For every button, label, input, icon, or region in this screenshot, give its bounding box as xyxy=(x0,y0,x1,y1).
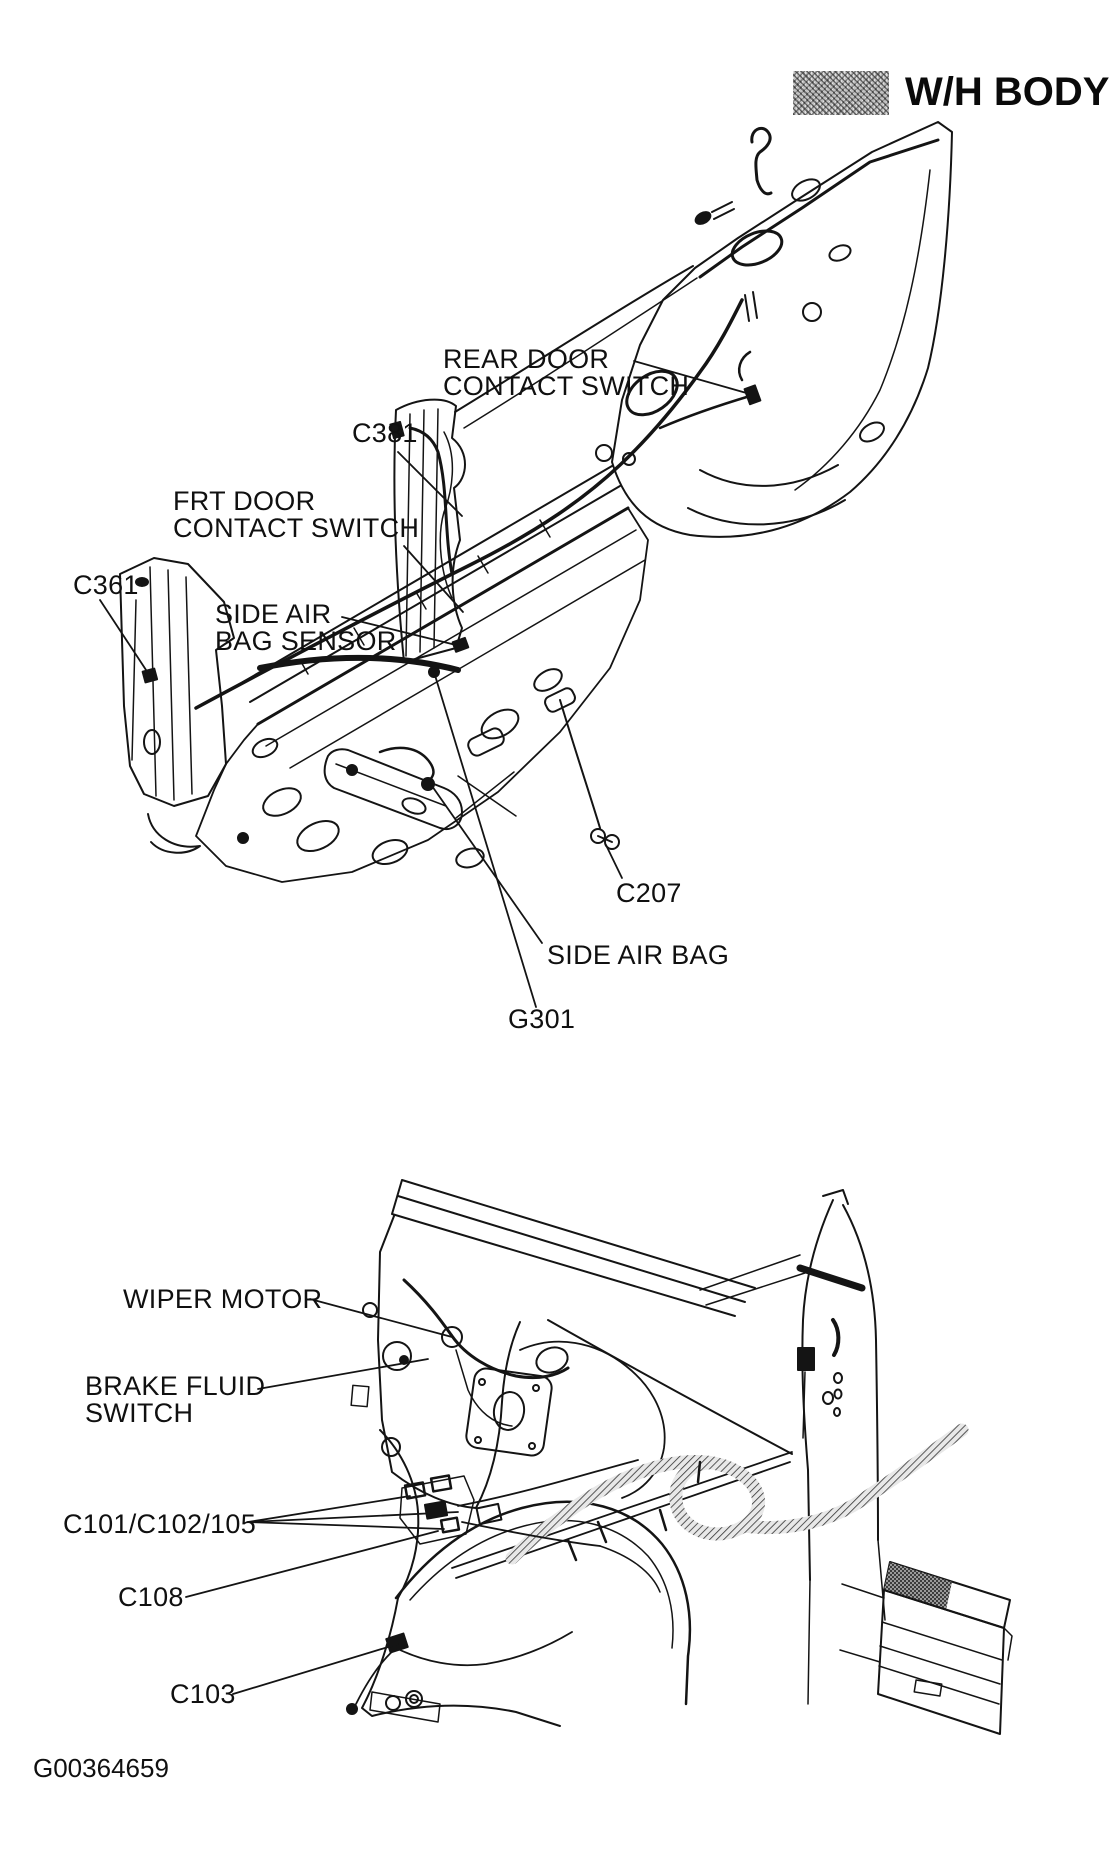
label-c101-c102-105: C101/C102/105 xyxy=(63,1509,257,1539)
label-brake-fluid-switch: BRAKE FLUID SWITCH xyxy=(85,1371,266,1428)
top-diagram-body-side xyxy=(119,121,953,883)
pillar-connector-part xyxy=(797,1347,815,1371)
label-side-air-bag-sensor: SIDE AIR BAG SENSOR xyxy=(215,599,397,656)
label-c207: C207 xyxy=(616,878,682,908)
connector-cluster-part xyxy=(399,1474,503,1545)
c103-connector-part xyxy=(385,1632,409,1654)
bottom-diagram-front-fender xyxy=(346,1179,1013,1735)
label-rear-door-contact-switch: REAR DOOR CONTACT SWITCH xyxy=(443,344,690,401)
label-g301: G301 xyxy=(508,1004,576,1034)
side-air-bag-sensor-part xyxy=(451,636,470,653)
wiper-linkage-arm xyxy=(402,1278,570,1380)
label-c361: C361 xyxy=(73,570,139,600)
rocker-sill-box xyxy=(877,1561,1013,1735)
label-side-air-bag: SIDE AIR BAG xyxy=(547,940,730,970)
leader-lines xyxy=(99,360,758,1695)
wiper-mount-plate xyxy=(465,1367,553,1457)
label-c103: C103 xyxy=(170,1679,236,1709)
label-frt-door-contact-switch: FRT DOOR CONTACT SWITCH xyxy=(173,486,420,543)
label-c108: C108 xyxy=(118,1582,184,1612)
frt-door-contact-switch-part xyxy=(389,420,405,440)
label-wiper-motor: WIPER MOTOR xyxy=(123,1284,323,1314)
side-air-bag-part xyxy=(421,777,435,791)
wiring-harness-tube xyxy=(505,1423,969,1565)
wh-body-header: W/H BODY xyxy=(793,70,1109,115)
c207-connector-part xyxy=(590,828,620,850)
label-c381: C381 xyxy=(352,418,418,448)
figure-id: G00364659 xyxy=(33,1753,169,1783)
harness-color-swatch xyxy=(793,70,889,115)
page-title: W/H BODY xyxy=(905,70,1110,114)
